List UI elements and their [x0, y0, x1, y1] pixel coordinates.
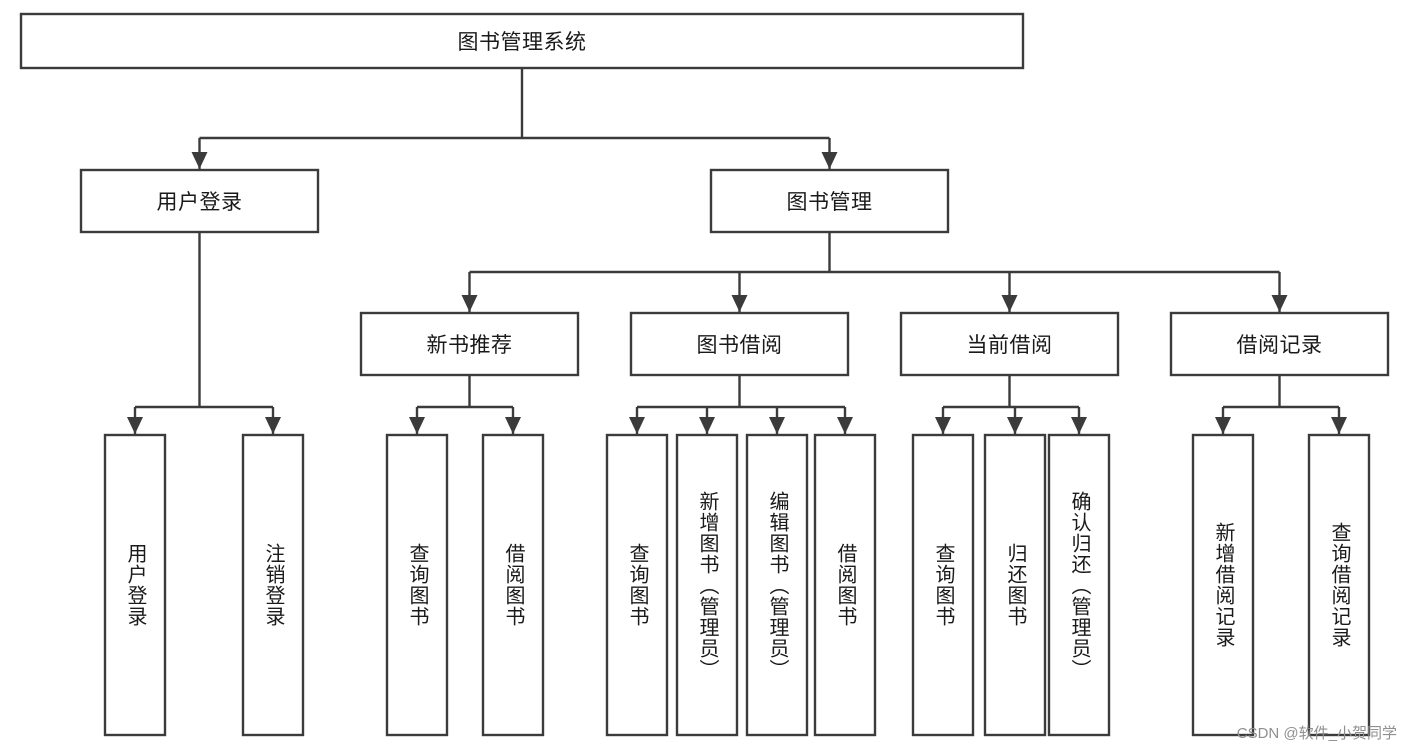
node-box-level3-3[interactable]: [1169, 311, 1390, 377]
node-box-leaf-2[interactable]: [385, 433, 449, 737]
node-box-leaf-1[interactable]: [241, 433, 305, 737]
node-box-leaf-3[interactable]: [481, 433, 545, 737]
arrow-head-icon: [505, 417, 521, 434]
arrow-head-icon: [1331, 417, 1347, 434]
node-box-leaf-0[interactable]: [103, 433, 167, 737]
node-box-leaf-7[interactable]: [813, 433, 877, 737]
node-box-root[interactable]: [19, 12, 1025, 70]
node-box-leaf-6[interactable]: [745, 433, 809, 737]
node-box-leaf-10[interactable]: [1047, 433, 1111, 737]
arrow-head-icon: [191, 152, 208, 169]
node-box-leaf-9[interactable]: [983, 433, 1047, 737]
node-box-level2-0[interactable]: [79, 168, 320, 234]
arrow-head-icon: [1001, 295, 1018, 312]
arrow-head-icon: [731, 295, 748, 312]
arrow-head-icon: [821, 152, 838, 169]
arrow-head-icon: [935, 417, 951, 434]
node-box-level3-1[interactable]: [629, 311, 850, 377]
arrow-head-icon: [1215, 417, 1231, 434]
arrow-head-icon: [629, 417, 645, 434]
node-box-level3-2[interactable]: [899, 311, 1120, 377]
arrow-head-icon: [837, 417, 853, 434]
arrow-head-icon: [409, 417, 425, 434]
node-box-leaf-11[interactable]: [1191, 433, 1255, 737]
node-box-leaf-4[interactable]: [605, 433, 669, 737]
arrow-head-icon: [1071, 417, 1087, 434]
node-box-leaf-8[interactable]: [911, 433, 975, 737]
arrow-head-icon: [1271, 295, 1288, 312]
arrow-head-icon: [265, 417, 281, 434]
arrow-head-icon: [1007, 417, 1023, 434]
arrow-head-icon: [127, 417, 143, 434]
node-box-leaf-5[interactable]: [675, 433, 739, 737]
node-box-level2-1[interactable]: [709, 168, 950, 234]
arrow-head-icon: [699, 417, 715, 434]
node-box-level3-0[interactable]: [359, 311, 580, 377]
node-box-leaf-12[interactable]: [1307, 433, 1371, 737]
arrow-head-icon: [769, 417, 785, 434]
arrow-head-icon: [461, 295, 478, 312]
